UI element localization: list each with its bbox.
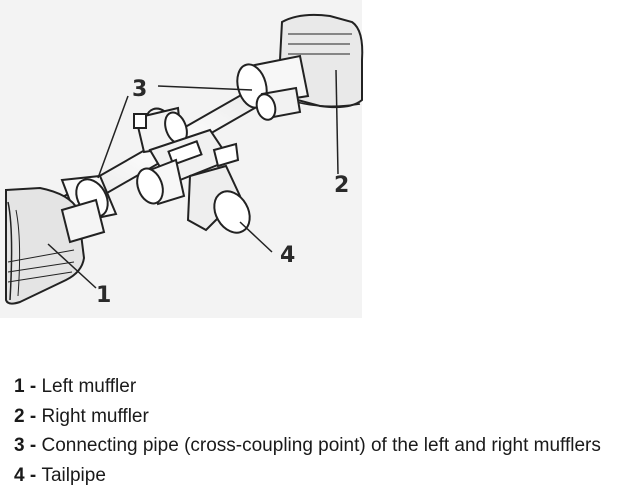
leader-3b: [157, 85, 253, 91]
legend-item-3: 3 - Connecting pipe (cross-coupling poin…: [14, 431, 601, 461]
callout-3: 3: [132, 77, 147, 102]
legend-item-4: 4 - Tailpipe: [14, 461, 601, 491]
legend-item-2: 2 - Right muffler: [14, 402, 601, 432]
exhaust-illustration: 3 1 2 4: [0, 0, 364, 318]
legend-separator: -: [24, 464, 42, 486]
exhaust-diagram: 3 1 2 4: [0, 0, 364, 318]
legend-separator: -: [24, 376, 42, 397]
callout-4: 4: [280, 243, 295, 268]
right-muffler: [236, 13, 364, 121]
legend-text: Tailpipe: [41, 464, 106, 486]
legend-separator: -: [24, 405, 42, 427]
leader-2: [335, 69, 339, 175]
legend-number: 1: [14, 376, 25, 397]
legend: 1 - Left muffler 2 - Right muffler 3 - C…: [14, 372, 601, 490]
leader-4: [239, 221, 273, 253]
legend-text: Right muffler: [41, 405, 149, 427]
legend-item-1: 1 - Left muffler: [14, 372, 601, 402]
legend-number: 3: [14, 435, 25, 456]
callout-2: 2: [334, 173, 349, 198]
legend-text: Connecting pipe (cross-coupling point) o…: [41, 435, 601, 456]
legend-number: 2: [14, 405, 25, 427]
legend-text: Left muffler: [41, 376, 137, 397]
callout-1: 1: [96, 283, 111, 308]
legend-number: 4: [14, 464, 25, 486]
leader-3a: [97, 95, 129, 179]
leader-lines: [47, 69, 339, 289]
leader-1: [47, 243, 97, 289]
left-muffler: [5, 186, 106, 305]
legend-separator: -: [24, 435, 42, 456]
